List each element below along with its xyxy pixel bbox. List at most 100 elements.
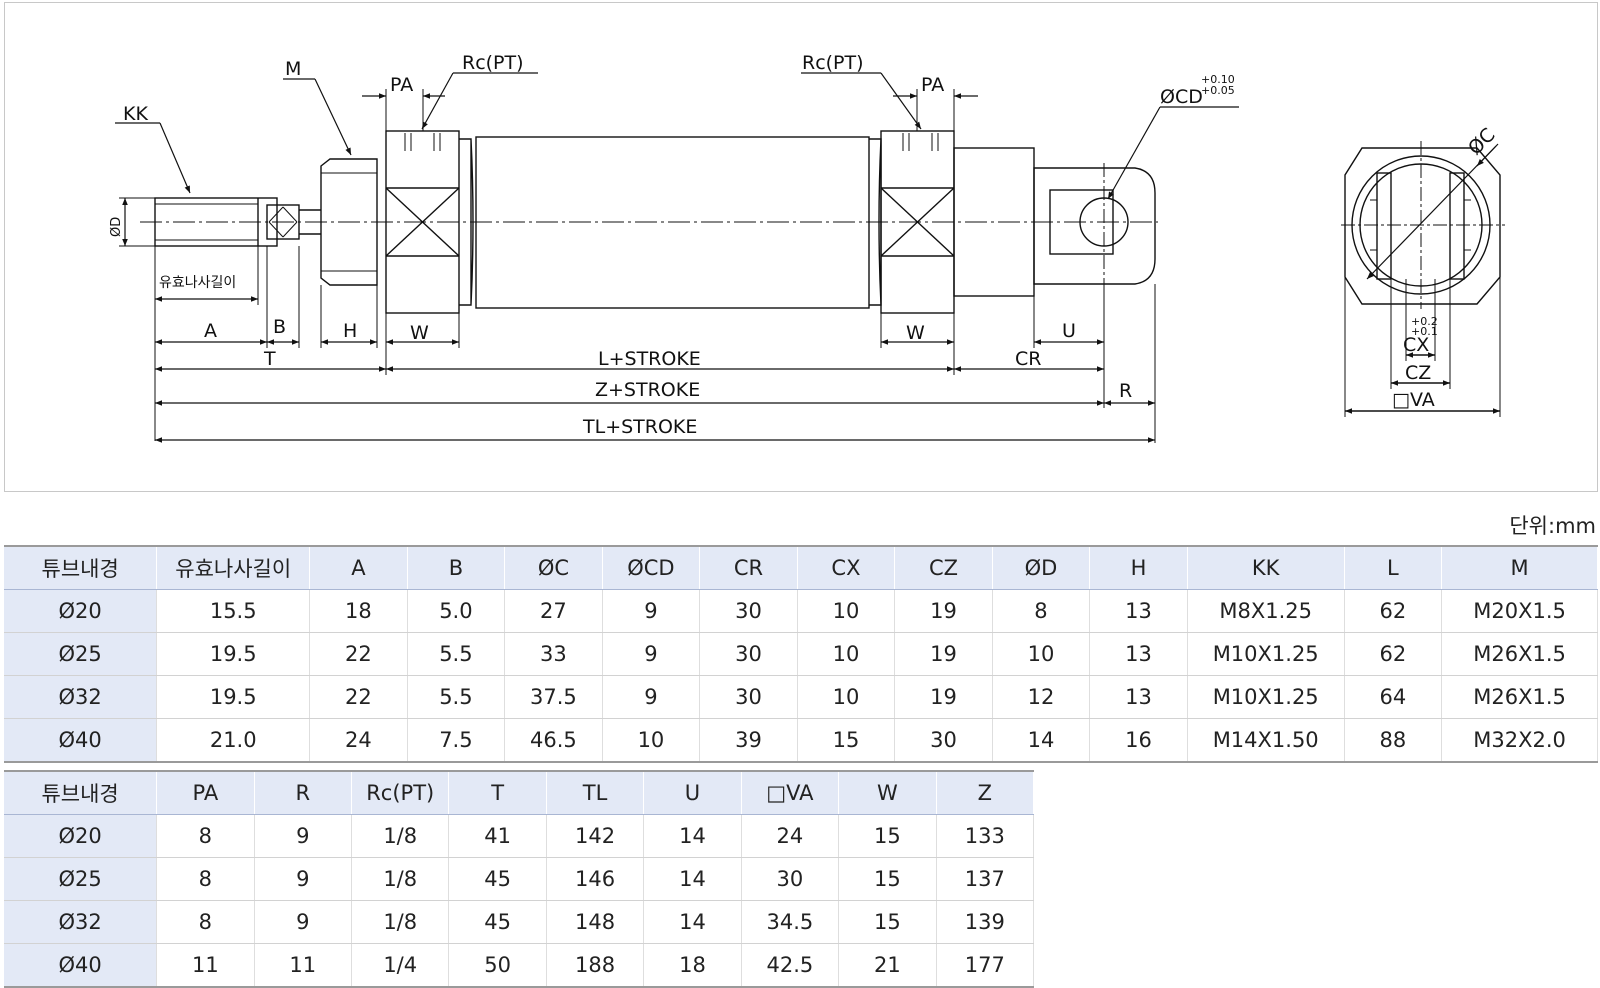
label-cx: CX (1403, 334, 1429, 356)
table-cell: M20X1.5 (1441, 589, 1598, 633)
table-cell: 88 (1344, 718, 1443, 763)
clevis (1033, 167, 1156, 285)
table-cell: 11 (254, 943, 353, 988)
table-cell: 21.0 (156, 718, 311, 763)
table-cell: 146 (546, 857, 645, 901)
table-cell: 50 (448, 943, 547, 988)
label-kk: KK (123, 103, 148, 125)
label-pa-right: PA (921, 74, 944, 96)
row-header-cell: Ø20 (4, 589, 158, 633)
label-rc-right: Rc(PT) (802, 52, 864, 74)
table-cell: 133 (936, 814, 1035, 858)
label-cx-tol-upper: +0.2 (1411, 315, 1438, 328)
table-cell: 62 (1344, 632, 1443, 676)
table-cell: 24 (741, 814, 840, 858)
table-cell: M26X1.5 (1441, 632, 1598, 676)
label-d: ØD (109, 217, 124, 237)
table-cell: 33 (504, 632, 603, 676)
table-cell: 13 (1089, 632, 1188, 676)
table-cell: 46.5 (504, 718, 603, 763)
column-header: T (448, 770, 547, 815)
table-cell: 8 (156, 857, 255, 901)
table-cell: 39 (699, 718, 798, 763)
label-b: B (273, 316, 286, 338)
table-cell: 14 (643, 814, 742, 858)
column-header: TL (546, 770, 645, 815)
column-header: Z (936, 770, 1035, 815)
table-cell: 9 (254, 857, 353, 901)
table-cell: 8 (992, 589, 1091, 633)
column-header: □VA (741, 770, 840, 815)
table-cell: 15 (838, 900, 937, 944)
table-cell: 10 (602, 718, 701, 763)
table-cell: 14 (992, 718, 1091, 763)
table-cell: 11 (156, 943, 255, 988)
label-w-left: W (410, 322, 429, 344)
column-header: H (1089, 545, 1188, 590)
column-header: CX (797, 545, 896, 590)
table-cell: 1/8 (351, 900, 450, 944)
table-cell: 10 (797, 589, 896, 633)
table-cell: 30 (699, 589, 798, 633)
label-z-stroke: Z+STROKE (595, 379, 700, 401)
label-r: R (1119, 380, 1132, 402)
row-header-cell: Ø40 (4, 718, 158, 763)
column-header: ØD (992, 545, 1091, 590)
table-cell: 19 (894, 675, 993, 719)
table-cell: 177 (936, 943, 1035, 988)
label-h: H (343, 320, 357, 342)
table-cell: 13 (1089, 675, 1188, 719)
label-u: U (1062, 320, 1076, 342)
table-cell: 9 (254, 900, 353, 944)
table-cell: 1/8 (351, 857, 450, 901)
table-cell: 1/8 (351, 814, 450, 858)
column-header: W (838, 770, 937, 815)
table-cell: M10X1.25 (1187, 632, 1345, 676)
table-cell: 30 (699, 632, 798, 676)
table-cell: 137 (936, 857, 1035, 901)
table-cell: 34.5 (741, 900, 840, 944)
label-cd-tol-upper: +0.10 (1201, 73, 1235, 86)
table-cell: 7.5 (407, 718, 506, 763)
column-header: ØC (504, 545, 603, 590)
label-va: □VA (1392, 389, 1435, 411)
table-cell: 45 (448, 900, 547, 944)
label-rc-left: Rc(PT) (462, 52, 524, 74)
table-cell: 30 (741, 857, 840, 901)
column-header: 유효나사길이 (156, 545, 311, 590)
rod-wrench-flat (266, 204, 300, 240)
column-header: A (309, 545, 408, 590)
label-l-stroke: L+STROKE (598, 348, 701, 370)
label-a: A (204, 320, 217, 342)
table-cell: M8X1.25 (1187, 589, 1345, 633)
row-header-cell: Ø32 (4, 675, 158, 719)
table-cell: 8 (156, 814, 255, 858)
table-cell: 148 (546, 900, 645, 944)
row-header-cell: Ø32 (4, 900, 158, 944)
column-header: Rc(PT) (351, 770, 450, 815)
table-cell: 27 (504, 589, 603, 633)
side-view (140, 130, 1158, 314)
label-cz: CZ (1405, 362, 1431, 384)
column-header: L (1344, 545, 1443, 590)
row-header-cell: Ø20 (4, 814, 158, 858)
unit-label: 단위:mm (1509, 514, 1596, 538)
table-cell: 139 (936, 900, 1035, 944)
table-cell: 45 (448, 857, 547, 901)
label-cd: ØCD (1160, 86, 1203, 108)
label-w-right: W (906, 322, 925, 344)
tube (459, 138, 474, 306)
table-cell: M10X1.25 (1187, 675, 1345, 719)
table-cell: 62 (1344, 589, 1443, 633)
column-header: B (407, 545, 506, 590)
dimension-lines (155, 246, 1156, 443)
table-cell: 16 (1089, 718, 1188, 763)
